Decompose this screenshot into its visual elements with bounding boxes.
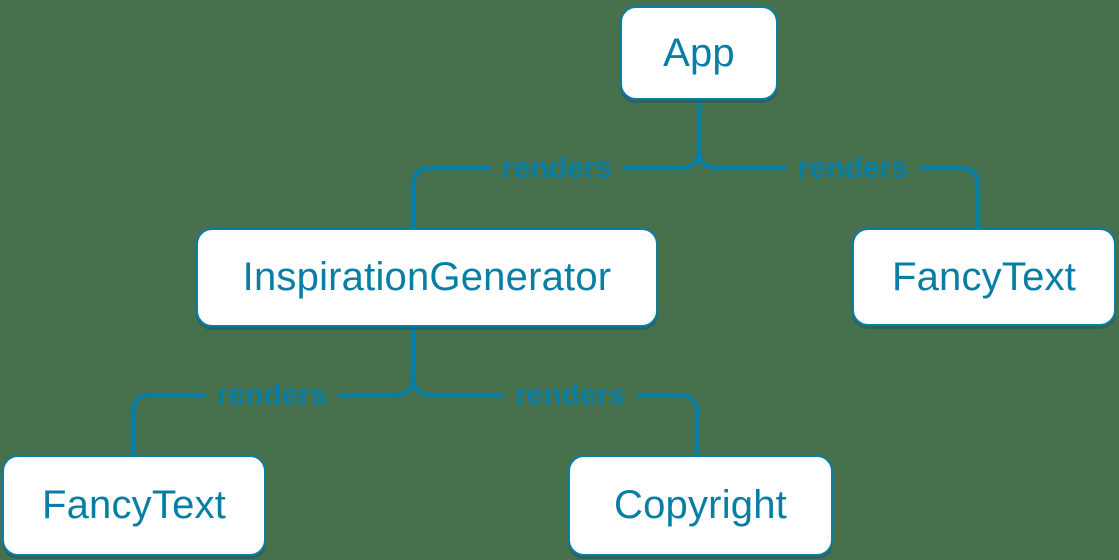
edge-label-app-fancytext: renders: [786, 149, 920, 187]
node-inspiration-generator: InspirationGenerator: [196, 228, 658, 327]
node-fancy-text-top: FancyText: [852, 228, 1116, 326]
connector-app-to-fancytext: [696, 147, 981, 232]
connector-inspirationgenerator-to-copyright: [410, 374, 700, 459]
node-fancy-text-bottom: FancyText: [2, 455, 266, 556]
node-copyright: Copyright: [568, 455, 833, 556]
edge-label-inspirationgenerator-fancytext: renders: [205, 376, 339, 414]
edge-label-app-inspirationgenerator: renders: [490, 149, 624, 187]
edge-label-inspirationgenerator-copyright: renders: [503, 376, 637, 414]
node-app: App: [620, 6, 778, 100]
